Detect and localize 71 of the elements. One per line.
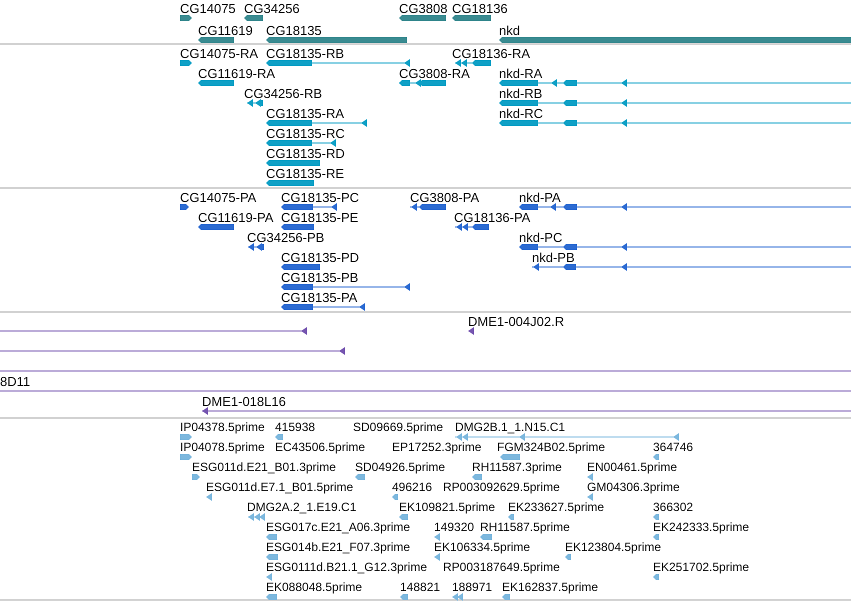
- protein-name: nkd-PC: [519, 230, 562, 245]
- protein-name: CG18136-PA: [454, 210, 530, 225]
- transcript-name: CG34256-RB: [244, 86, 322, 101]
- protein-name: CG3808-PA: [410, 190, 480, 205]
- gene-name: nkd: [499, 23, 520, 38]
- transcript-name: CG18136-RA: [452, 46, 530, 61]
- est-name: ESG0111d.B21.1_G12.3prime: [266, 560, 427, 575]
- est-name: EN00461.5prime: [587, 460, 678, 475]
- est-name: GM04306.3prime: [587, 480, 680, 495]
- est-name: SD09669.5prime: [353, 420, 444, 435]
- est-name: EC43506.5prime: [275, 440, 366, 455]
- est-name: ESG011d.E21_B01.3prime: [192, 460, 336, 475]
- est-name: 188971: [452, 580, 492, 595]
- est-name: IP04378.5prime: [180, 420, 265, 435]
- protein-name: CG18135-PB: [281, 270, 358, 285]
- est-name: ESG011d.E7.1_B01.5prime: [206, 480, 354, 495]
- gene-name: CG3808: [399, 1, 448, 16]
- est-name: RH11587.3prime: [472, 460, 562, 475]
- transcript-name: CG14075-RA: [180, 46, 258, 61]
- est-name: EK162837.5prime: [502, 580, 598, 595]
- protein-name: CG18135-PC: [281, 190, 360, 205]
- protein-name: CG18135-PE: [281, 210, 358, 225]
- transcript-name: nkd-RB: [499, 86, 542, 101]
- protein-name: CG11619-PA: [198, 210, 274, 225]
- protein-name: nkd-PB: [532, 250, 575, 265]
- clone-name: DME1-004J02.R: [468, 314, 564, 329]
- est-name: EK088048.5prime: [266, 580, 362, 595]
- est-name: EK109821.5prime: [399, 500, 496, 515]
- protein-name: CG34256-PB: [247, 230, 324, 245]
- protein-name: nkd-PA: [519, 190, 561, 205]
- transcript-name: CG18135-RA: [266, 106, 344, 121]
- est-name: 148821: [400, 580, 440, 595]
- est-name: FGM324B02.5prime: [497, 440, 606, 455]
- est-name: RP003092629.5prime: [443, 480, 560, 495]
- est-name: EK233627.5prime: [508, 500, 604, 515]
- protein-name: CG14075-PA: [180, 190, 256, 205]
- transcript-name: CG18135-RC: [266, 126, 345, 141]
- est-name: 366302: [653, 500, 694, 515]
- est-name: EK242333.5prime: [653, 520, 750, 535]
- transcript-name: CG11619-RA: [198, 66, 276, 81]
- transcript-name: CG18135-RD: [266, 146, 345, 161]
- est-name: 496216: [392, 480, 432, 495]
- transcript-name: CG18135-RB: [266, 46, 344, 61]
- gene-name: CG14075: [180, 1, 236, 16]
- est-name: EK123804.5prime: [565, 540, 662, 555]
- protein-name: CG18135-PA: [281, 290, 358, 305]
- protein-name: CG18135-PD: [281, 250, 360, 265]
- est-name: EK251702.5prime: [653, 560, 750, 575]
- est-name: DMG2A.2_1.E19.C1: [247, 500, 356, 515]
- transcript-name: CG3808-RA: [399, 66, 470, 81]
- transcript-name: nkd-RA: [499, 66, 542, 81]
- est-name: IP04078.5prime: [180, 440, 265, 455]
- est-name: 415938: [275, 420, 316, 435]
- est-name: EK106334.5prime: [434, 540, 530, 555]
- gene-name: CG11619: [198, 23, 253, 38]
- est-name: SD04926.5prime: [355, 460, 446, 475]
- est-name: RH11587.5prime: [480, 520, 570, 535]
- gene-name: CG18136: [452, 1, 508, 16]
- est-name: 364746: [653, 440, 694, 455]
- gene-name: CG34256: [244, 1, 300, 16]
- est-name: RP003187649.5prime: [443, 560, 560, 575]
- est-name: DMG2B.1_1.N15.C1: [455, 420, 566, 435]
- transcript-name: CG18135-RE: [266, 166, 344, 181]
- est-name: 149320: [434, 520, 474, 535]
- est-name: ESG014b.E21_F07.3prime: [266, 540, 410, 555]
- gene-name: CG18135: [266, 23, 322, 38]
- est-name: EP17252.3prime: [392, 440, 482, 455]
- transcript-name: nkd-RC: [499, 106, 544, 121]
- clone-name: 8D11: [0, 374, 30, 389]
- clone-name: DME1-018L16: [202, 394, 286, 409]
- est-name: ESG017c.E21_A06.3prime: [266, 520, 410, 535]
